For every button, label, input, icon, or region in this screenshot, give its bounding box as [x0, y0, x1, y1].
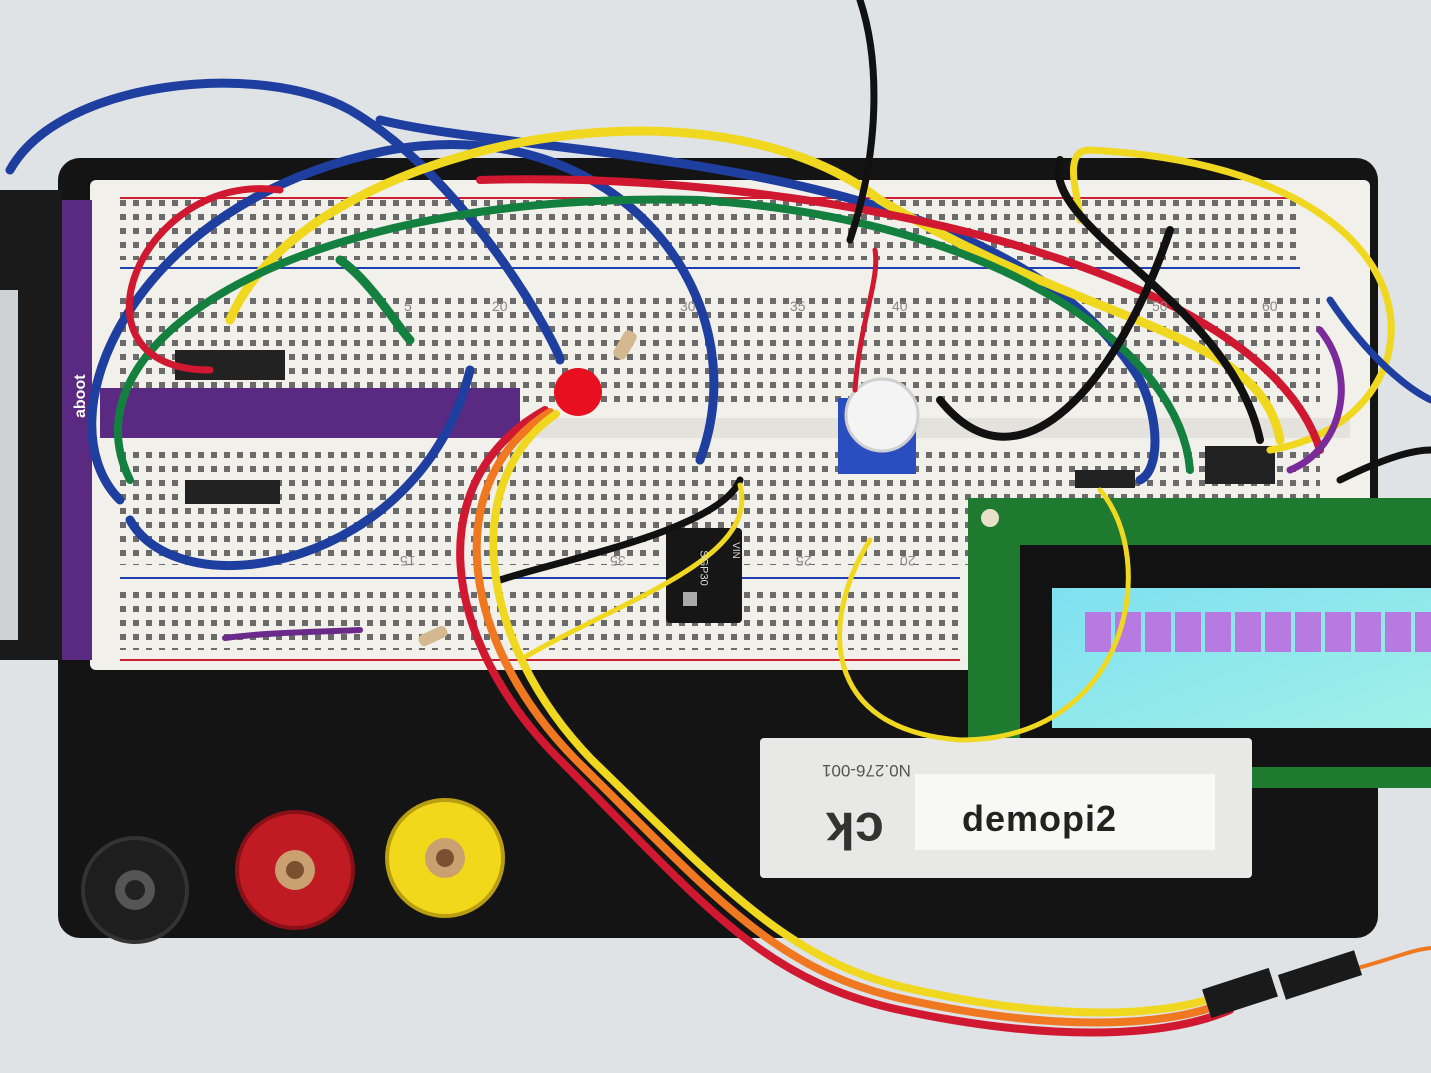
wire-ribbon-orange	[472, 408, 1236, 1027]
dupont-connector-2	[1277, 950, 1363, 1000]
wire-blue-1	[5, 78, 565, 365]
wire-green-2	[335, 255, 415, 345]
lcd-character-blocks	[1085, 612, 1431, 652]
wire-yellow-sensor	[517, 482, 745, 663]
column-number: 20	[492, 298, 508, 314]
column-number: 40	[892, 298, 908, 314]
jumper-header-3	[185, 480, 280, 504]
sensor-name-label: SGP30	[697, 550, 710, 586]
hostname-label: demopi2	[962, 798, 1118, 839]
red-led	[554, 368, 602, 416]
breakout-brand-label: aboot	[72, 374, 89, 418]
column-number: 60	[1262, 298, 1278, 314]
wire-black-1	[846, 0, 878, 244]
jumper-header-1	[1075, 470, 1135, 488]
column-number: 25	[796, 553, 812, 569]
potentiometer-knob	[844, 377, 920, 453]
wire-black-3	[1054, 156, 1264, 444]
wire-black-5	[1336, 446, 1431, 484]
jumper-header-2	[1205, 446, 1275, 484]
wire-yellow-1	[225, 126, 1285, 445]
wire-red-2	[476, 175, 1324, 454]
column-number: 35	[610, 553, 626, 569]
jumper-wires	[5, 0, 1431, 1037]
resistor-bottom	[418, 625, 448, 647]
jumper-header-4	[175, 350, 285, 380]
bottom-power-rail	[120, 590, 960, 650]
wire-red-1	[125, 185, 284, 374]
binding-post-yellow	[385, 798, 505, 918]
column-number: 20	[900, 553, 916, 569]
wire-ribbon-red	[456, 406, 1234, 1037]
wire-black-6	[1326, 296, 1431, 404]
top-power-rail	[120, 200, 1300, 260]
gpio-breakout-board	[60, 200, 92, 660]
brand-label: ck	[826, 801, 884, 859]
hostname-sticker	[915, 774, 1215, 850]
part-number-label: N0.276-001	[822, 761, 911, 780]
wire-blue-2	[87, 140, 719, 505]
dupont-connector-1	[1202, 967, 1278, 1019]
wire-purple-1	[222, 627, 363, 641]
wire-blue-3	[125, 365, 475, 571]
column-number: 5	[404, 298, 412, 314]
column-number: 30	[680, 298, 696, 314]
binding-post-black	[81, 836, 189, 944]
wire-purple-2	[1286, 326, 1345, 474]
sensor-pin-label: VIN	[729, 542, 741, 559]
column-number: 35	[790, 298, 806, 314]
wire-ribbon-yellow	[489, 410, 1238, 1017]
wire-red-3	[852, 247, 879, 393]
wire-yellow-2	[1070, 146, 1395, 454]
wire-yellow-3	[837, 487, 1131, 743]
binding-post-red	[235, 810, 355, 930]
resistor-top	[613, 330, 637, 360]
column-number: 50	[1152, 298, 1168, 314]
lcd-screen	[1052, 588, 1431, 728]
wire-black-2	[936, 226, 1174, 441]
wire-black-4	[496, 476, 744, 584]
wire-orange-right	[1348, 946, 1431, 972]
column-number: 15	[400, 553, 416, 569]
